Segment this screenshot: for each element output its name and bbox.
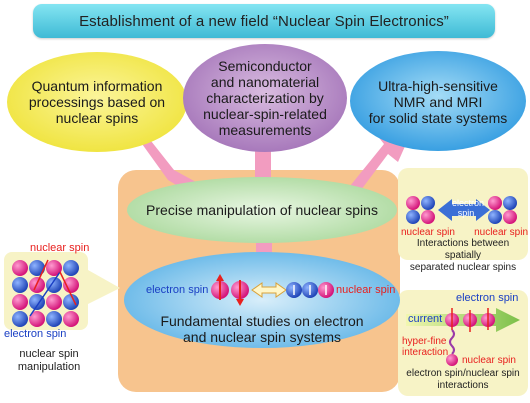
right-top-nuclear-spin-right: nuclear spin <box>474 227 528 238</box>
center-nuclear-spin-label: nuclear spin <box>336 284 396 296</box>
goal-bubble-center <box>183 44 347 152</box>
title-banner <box>33 4 495 38</box>
manipulation-label: Precise manipulation of nuclear spins <box>146 202 378 218</box>
fundamental-label: Fundamental studies on electron and nucl… <box>160 313 364 345</box>
right-top-electron-spin: electron spin <box>452 198 485 218</box>
fundamental-ellipse <box>124 252 400 348</box>
goal-bubble-left <box>7 52 187 152</box>
right-bottom-caption: electron spin/nuclear spin interactions <box>406 368 520 391</box>
right-bottom-illustration <box>406 308 520 366</box>
left-lattice <box>12 259 79 327</box>
right-top-nuclear-spin-left: nuclear spin <box>401 227 455 238</box>
right-bottom-hyperfine: hyper-fine interaction <box>402 336 449 358</box>
goal-bubble-right <box>350 51 526 151</box>
right-bottom-nuclear-spin: nuclear spin <box>462 355 516 366</box>
right-bottom-current: current <box>408 313 443 325</box>
right-bottom-electron-spin: electron spin <box>456 292 519 304</box>
left-caption: nuclear spin manipulation <box>17 348 81 373</box>
goal-left-text: Quantum information processings based on… <box>28 78 166 126</box>
center-electron-spin-label: electron spin <box>146 284 209 296</box>
center-spin-illustration <box>211 274 334 306</box>
page-title: Establishment of a new field “Nuclear Sp… <box>79 12 449 30</box>
left-nuclear-spin-label: nuclear spin <box>30 242 90 254</box>
manipulation-ellipse <box>127 177 397 243</box>
right-top-illustration <box>406 196 517 224</box>
left-electron-spin-label: electron spin <box>4 328 67 340</box>
right-top-caption: Interactions between spatially separated… <box>409 238 517 273</box>
goal-center-text: Semiconductor and nanomaterial character… <box>203 58 327 138</box>
goal-right-text: Ultra-high-sensitive NMR and MRI for sol… <box>368 78 508 126</box>
